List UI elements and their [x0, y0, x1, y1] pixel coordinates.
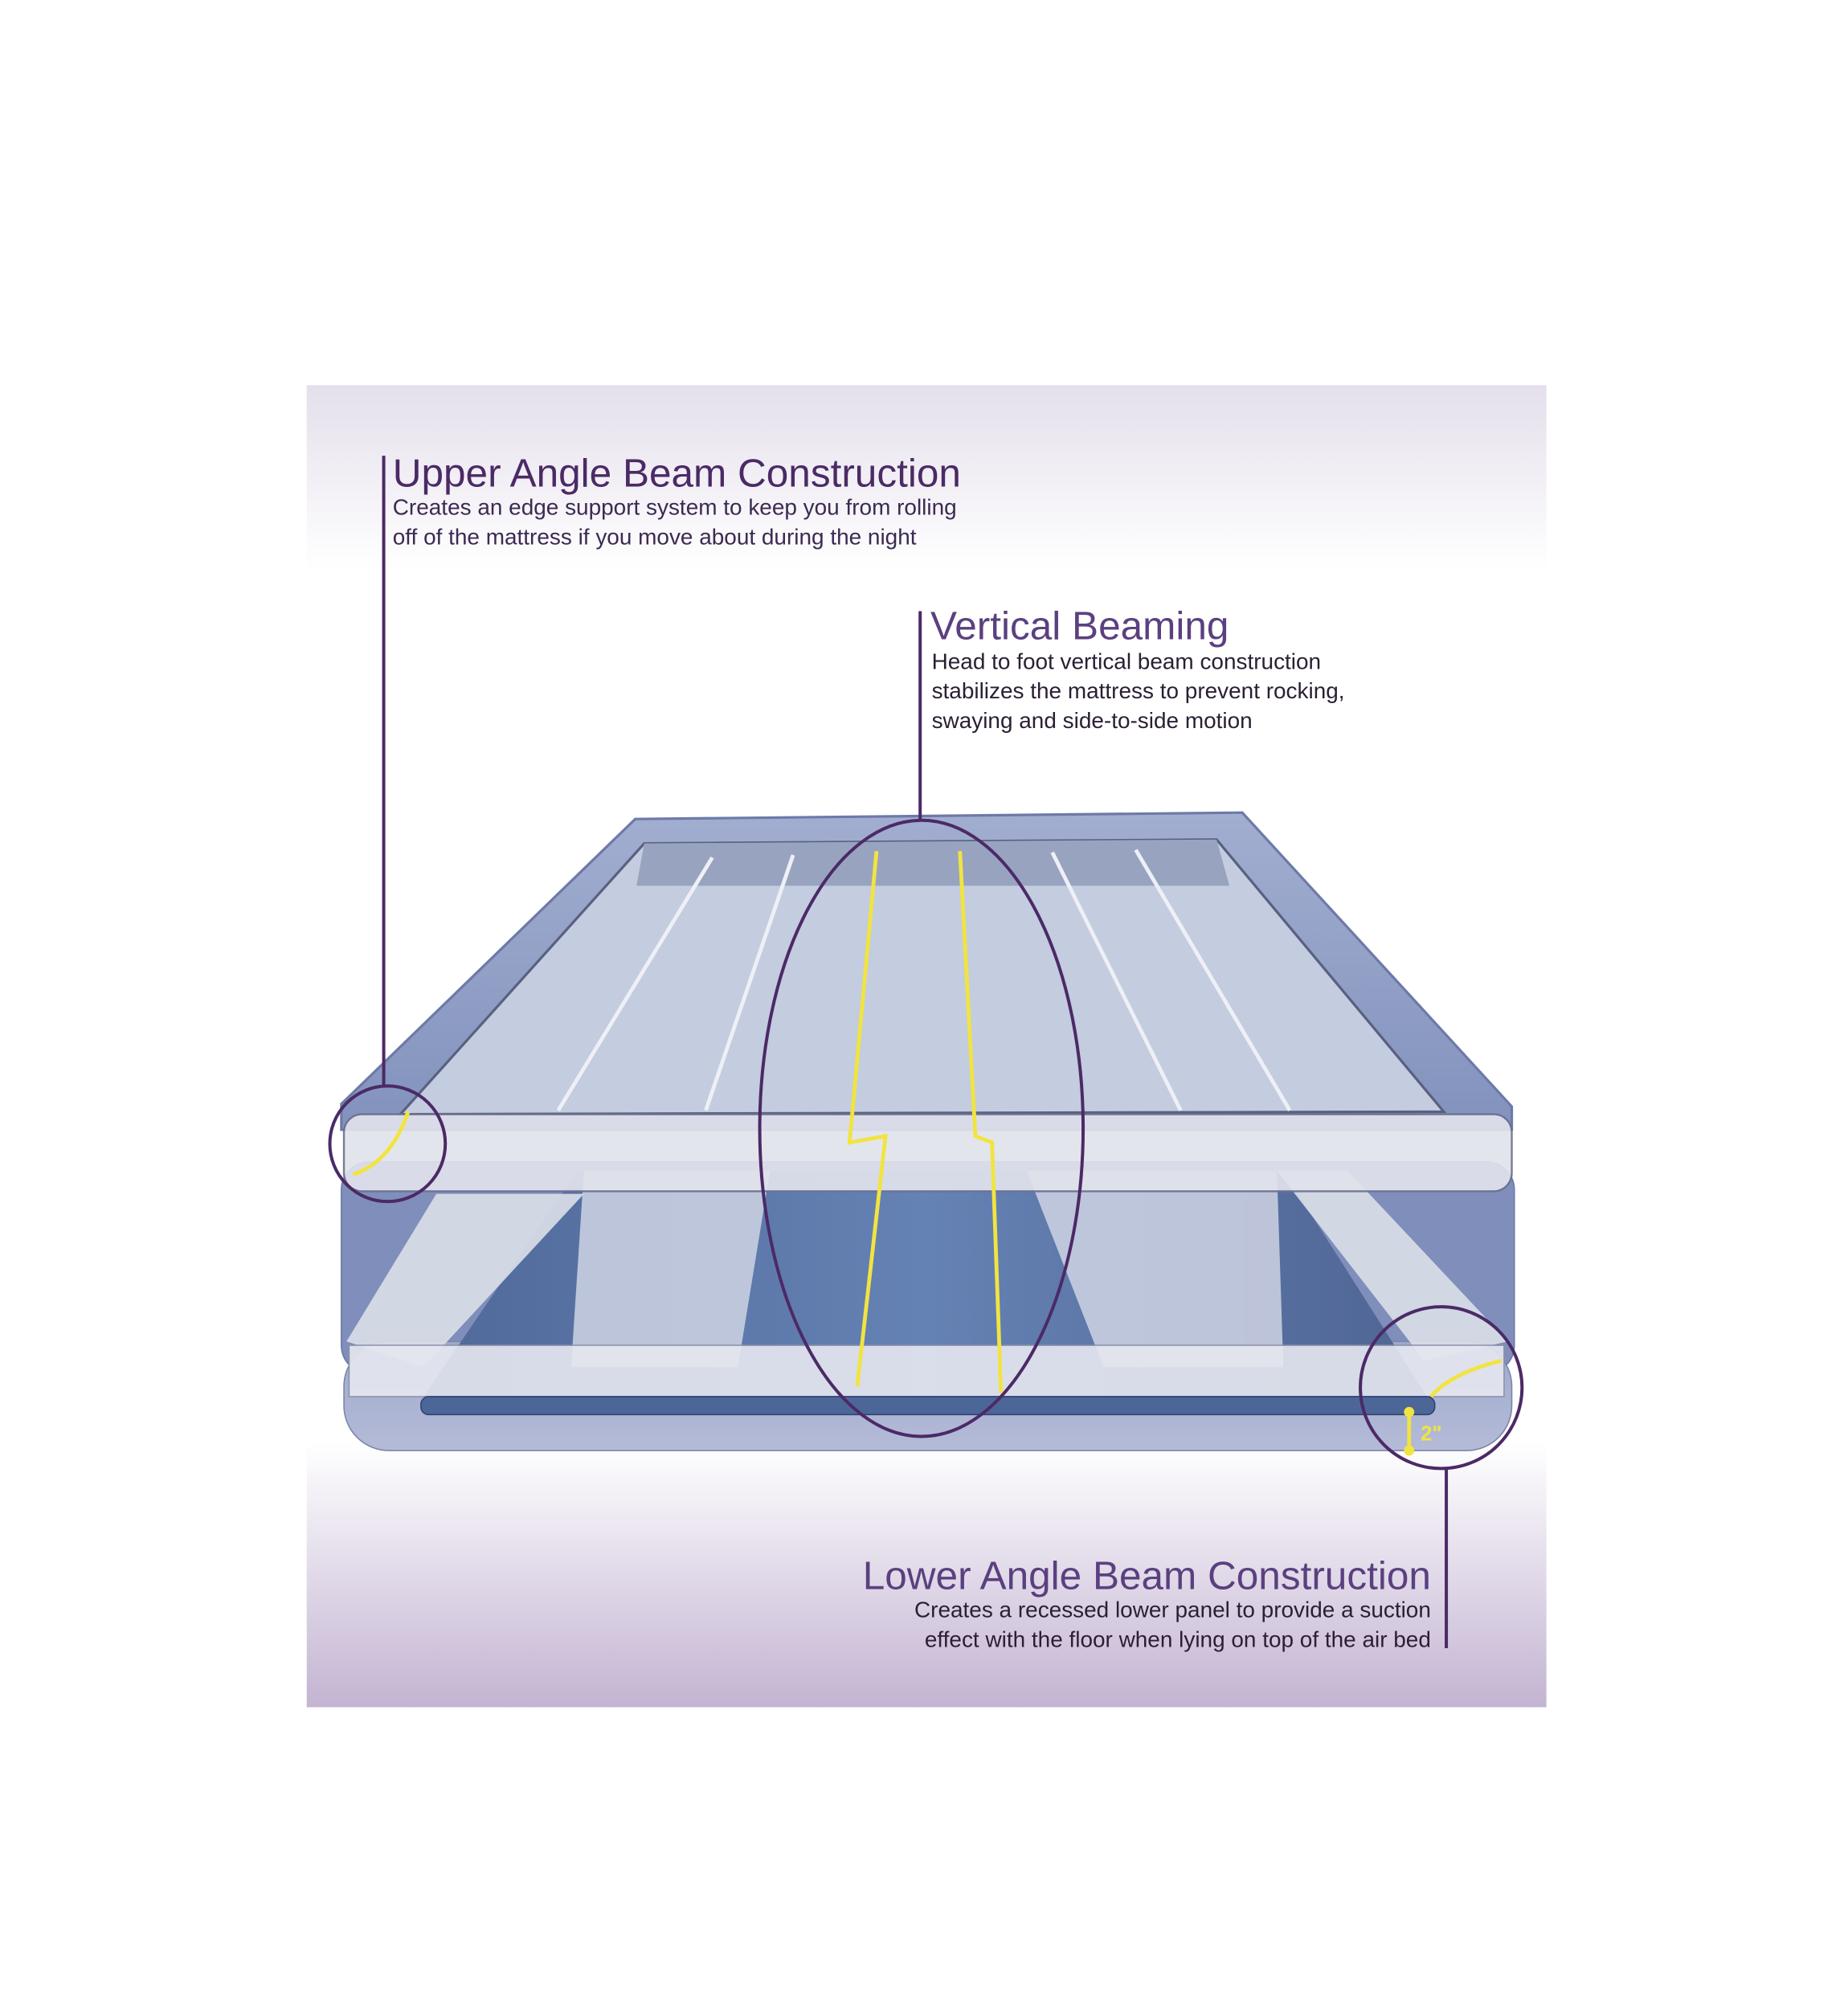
- vertical-beam-highlight-right: [958, 851, 1004, 1393]
- vertical-beaming-line-2: stabilizes the mattress to prevent rocki…: [932, 678, 1345, 703]
- vertical-beaming-line-1: Head to foot vertical beam construction: [932, 649, 1322, 673]
- upper-angle-highlight: [352, 1111, 411, 1176]
- lower-front-beam: [346, 1193, 584, 1368]
- upper-angle-callout: Upper Angle Beam Construction Creates an…: [393, 452, 961, 550]
- upper-angle-title: Upper Angle Beam Construction: [393, 452, 961, 496]
- upper-front-face: [342, 1113, 1513, 1193]
- lower-light-band: [348, 1344, 1505, 1397]
- top-surface: [397, 838, 1447, 1116]
- lower-angle-line-1: Creates a recessed lower panel to provid…: [914, 1598, 1431, 1622]
- vertical-beaming-callout: Vertical Beaming Head to foot vertical b…: [930, 604, 1345, 733]
- beam-highlights: [352, 850, 1503, 1451]
- measure-dot-bottom: [1404, 1445, 1415, 1456]
- top-surface-head: [636, 839, 1230, 886]
- lower-angle-line-2: effect with the floor when lying on top …: [925, 1626, 1431, 1651]
- lower-angle-callout: Lower Angle Beam Construction Creates a …: [863, 1554, 1431, 1652]
- lower-angle-circle: [1359, 1305, 1524, 1471]
- upper-angle-circle: [328, 1084, 448, 1204]
- top-channels: [556, 849, 1292, 1112]
- measure-dot-top: [1404, 1406, 1415, 1418]
- recessed-bottom-panel: [420, 1396, 1436, 1416]
- lower-front-beam-right: [1277, 1170, 1508, 1361]
- vertical-beaming-title: Vertical Beaming: [930, 604, 1229, 649]
- callout-markers: [328, 456, 1524, 1649]
- lower-angle-title: Lower Angle Beam Construction: [863, 1554, 1431, 1598]
- vertical-beam-highlight-left: [847, 850, 888, 1387]
- vertical-beaming-line-3: swaying and side-to-side motion: [932, 708, 1253, 733]
- measurement-label: 2": [1421, 1422, 1441, 1445]
- upper-angle-line-1: Creates an edge support system to keep y…: [393, 495, 957, 520]
- upper-angle-line-2: off of the mattress if you move about du…: [393, 524, 917, 549]
- vertical-beams: [570, 1170, 1284, 1368]
- lower-angle-highlight: [1429, 1358, 1503, 1398]
- mattress-illustration: [340, 811, 1515, 1451]
